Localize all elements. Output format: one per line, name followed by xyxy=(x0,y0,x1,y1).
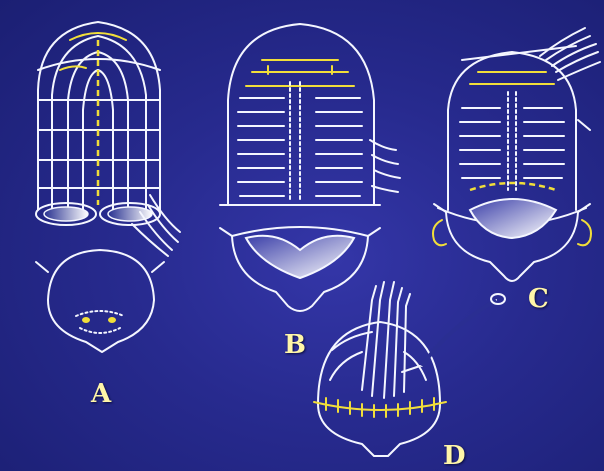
panel-c-bladder xyxy=(433,199,591,281)
panel-c-pouch xyxy=(438,28,600,224)
label-c: C xyxy=(528,284,549,314)
panel-a-bladder-neck xyxy=(36,250,164,352)
panel-b-pouch xyxy=(220,24,400,205)
label-d: D xyxy=(443,441,466,471)
panel-b-bladder xyxy=(220,227,380,311)
panel-a-intestinal-plates xyxy=(36,22,180,256)
label-a: A xyxy=(91,379,111,409)
label-b: B xyxy=(284,330,306,360)
panel-d-bladder-tube xyxy=(314,282,505,456)
